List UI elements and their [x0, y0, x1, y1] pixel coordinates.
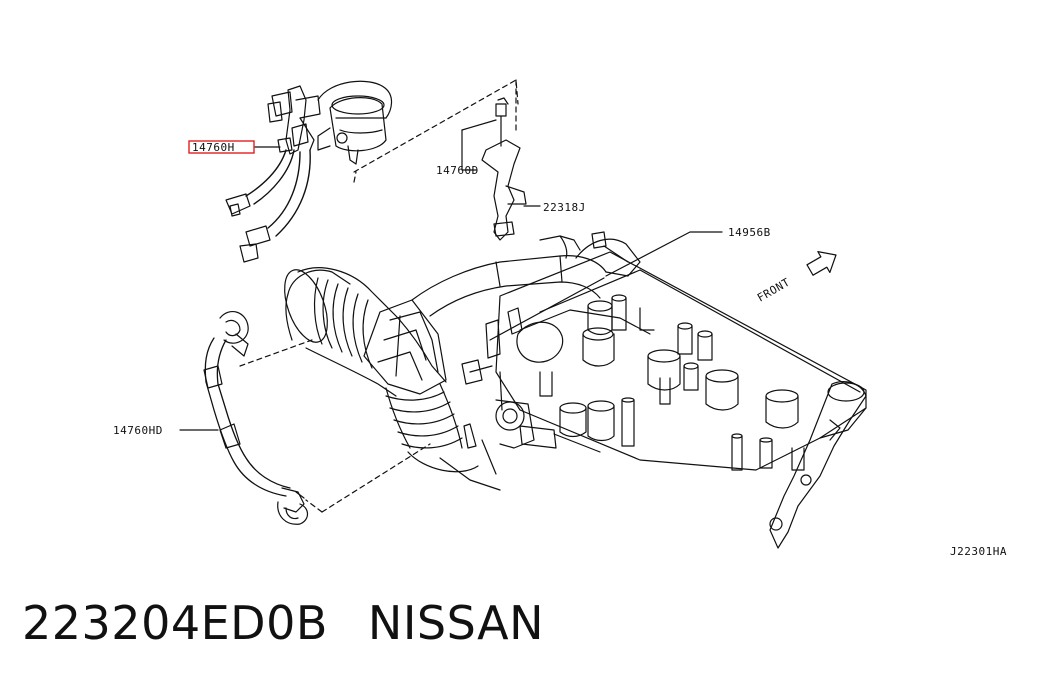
leader-dashed-1 [353, 79, 519, 183]
front-arrow-icon [806, 251, 837, 276]
brand-name: NISSAN [367, 596, 545, 650]
callout-14760H: 14760H [192, 141, 235, 154]
vacuum-hose-lower [203, 310, 309, 525]
bracket-14760D [481, 97, 527, 241]
callout-14760D: 14760D [436, 164, 479, 177]
part-footer: 223204ED0B NISSAN [22, 596, 544, 650]
callout-22318J: 22318J [543, 201, 586, 214]
leader-14760D [461, 129, 477, 171]
engine-block [439, 251, 867, 549]
intake-pipe [411, 231, 641, 317]
vacuum-valve-assembly [225, 80, 393, 263]
front-label: FRONT [755, 276, 792, 305]
callout-14760HD: 14760HD [113, 424, 163, 437]
leader-dashed-2 [239, 339, 313, 367]
leader-dashed-3 [321, 443, 431, 513]
highlight-box [188, 140, 255, 154]
diagram-code: J22301HA [950, 545, 1007, 558]
callout-14956B: 14956B [728, 226, 771, 239]
part-number: 223204ED0B [22, 596, 328, 650]
air-intake-duct [284, 267, 479, 473]
leader-14956B [605, 231, 723, 277]
